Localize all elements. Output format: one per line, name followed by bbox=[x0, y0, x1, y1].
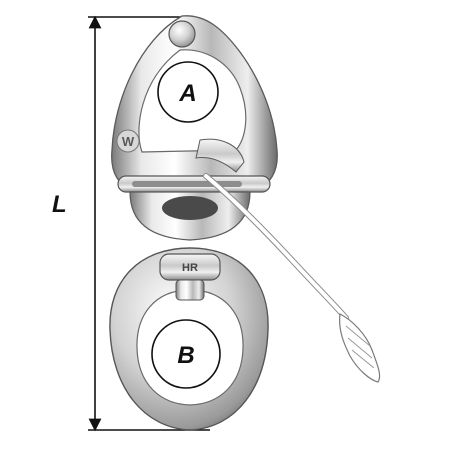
release-bar-slot bbox=[132, 181, 242, 187]
latch-tongue bbox=[195, 138, 245, 173]
brand-mark: W bbox=[122, 134, 135, 149]
brand-badge bbox=[116, 129, 140, 153]
opening-b-label: B bbox=[177, 342, 194, 369]
lanyard-tassel-weave bbox=[345, 325, 375, 369]
opening-a-circle bbox=[157, 61, 219, 123]
swivel-stem bbox=[175, 279, 205, 301]
lanyard-cord-core bbox=[204, 174, 348, 320]
opening-b-circle bbox=[151, 319, 221, 389]
bail-engraving: HR bbox=[182, 262, 198, 274]
trip-lanyard bbox=[203, 173, 381, 383]
hinge-pin-icon bbox=[168, 20, 196, 48]
opening-a-marker: A bbox=[157, 61, 219, 123]
opening-b-marker: B bbox=[151, 319, 221, 389]
dimension-length-label: L bbox=[52, 191, 67, 218]
shackle-upper-body: W bbox=[111, 15, 278, 241]
swivel-neck-slot bbox=[162, 196, 218, 220]
opening-a-label: A bbox=[178, 80, 196, 107]
